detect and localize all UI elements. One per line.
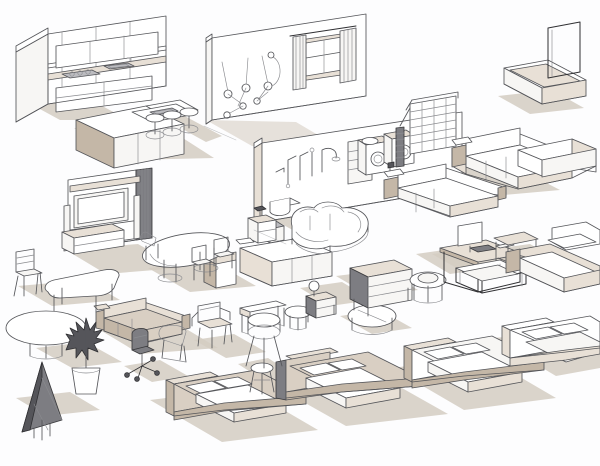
office-swivel-chair: Office swivel chair on castors xyxy=(124,327,160,382)
kitchen-island-with-stools: Kitchen island with three bar stools xyxy=(75,99,199,169)
desk-with-monitor: Desk with monitor and accessories xyxy=(439,221,525,293)
double-bed-white-far-right: White platform double bed xyxy=(501,315,600,367)
armchair-wood: Wooden armchair xyxy=(191,301,233,349)
potted-plant: Potted plant in white planter xyxy=(65,317,105,395)
conical-tree-sculpture: Dark conical tree sculpture xyxy=(21,361,63,441)
chest-of-drawers: Chest of drawers xyxy=(349,259,413,317)
double-bed-beige-left: Double bed with upholstered headboard xyxy=(165,369,307,423)
high-back-chair: High back chair xyxy=(13,248,43,297)
curtain-left xyxy=(292,34,307,91)
dining-chair xyxy=(191,244,213,281)
rounded-rect-dining-table: Rounded rectangular dining table xyxy=(44,269,120,313)
bar-stool xyxy=(145,113,165,140)
dining-chair xyxy=(140,231,159,261)
bar-stool xyxy=(179,107,199,134)
wire-frame-chair: Wire frame chair xyxy=(158,324,187,363)
ground-reference-lines xyxy=(203,125,287,245)
dining-chair-set: Dining chairs at oval table xyxy=(140,231,235,281)
stool-tripod: Tripod stool xyxy=(249,362,275,395)
bathtub-with-screen: Bathtub with glass shower screen xyxy=(503,21,587,105)
pendant-light-cluster: Pendant light cluster on wall xyxy=(221,51,281,119)
drying-rack-ladder: Drying rack / ladder radiator xyxy=(395,91,459,168)
wall-panel-window-curtains: Wall panel with window, curtains and pen… xyxy=(205,13,367,125)
round-coffee-table: Round coffee table xyxy=(347,304,397,335)
drum-floor-lamp: Drum shade tripod floor lamp xyxy=(245,312,283,369)
sectional-corner-sofa: Corner sectional sofa with chaise xyxy=(451,127,597,190)
bathroom-tap-set xyxy=(275,147,341,189)
table-lamp: Table lamp xyxy=(308,280,320,297)
oval-dining-table: Oval dining table xyxy=(142,232,230,283)
sideboard-low: Low sideboard xyxy=(61,223,125,255)
daybed-sofa-bed: Daybed / sofa bed xyxy=(505,221,600,293)
pedestal-side-table: Pedestal side table with tray xyxy=(409,271,447,304)
dining-chair xyxy=(213,236,235,273)
bar-stool xyxy=(162,110,182,137)
nightstand-with-lamp: Nightstand with table lamp Table lamp xyxy=(305,280,337,323)
double-bed-beige-center: Double bed with wide padded headboard xyxy=(275,347,421,409)
curtain-right xyxy=(339,27,357,84)
three-seat-sofa-white: Three seat sofa xyxy=(383,163,507,218)
bedside-cabinet: Bedside cabinet xyxy=(247,205,277,244)
curved-organic-sofa: Curved organic lounge sofa xyxy=(290,201,369,254)
tall-kitchen-cabinet-run: Tall kitchen cabinet run with hob and si… xyxy=(15,15,167,123)
